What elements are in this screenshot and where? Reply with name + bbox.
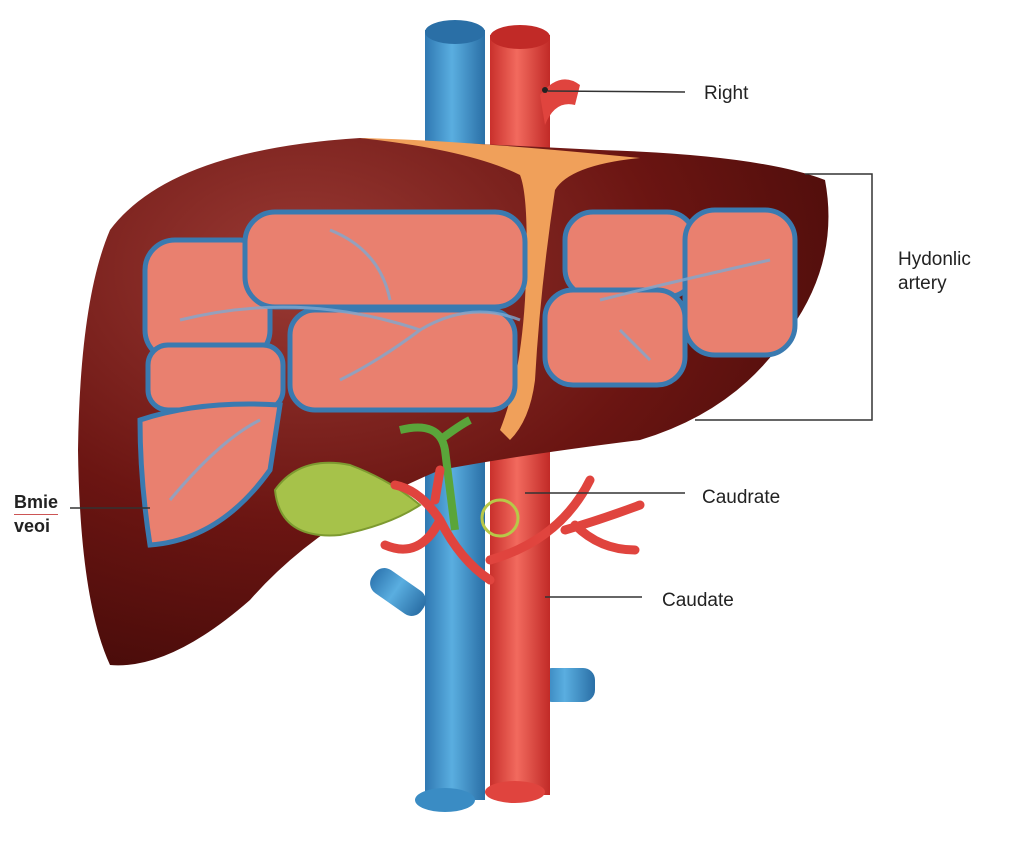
leader-lines bbox=[70, 90, 873, 598]
label-caudrate: Caudrate bbox=[702, 487, 781, 508]
label-caudate: Caudate bbox=[662, 590, 734, 611]
label-right: Right bbox=[704, 83, 749, 104]
label-hydonlic-line2: artery bbox=[898, 273, 947, 294]
label-veoi: veoi bbox=[14, 516, 51, 536]
bile-duct bbox=[399, 416, 472, 531]
gallbladder bbox=[273, 461, 422, 537]
liver-lobes bbox=[137, 207, 798, 548]
label-hydonlic-line1: Hydonlic bbox=[898, 249, 971, 270]
label-bmie: Bmie bbox=[14, 490, 59, 515]
lobe-vessels bbox=[168, 228, 771, 501]
hepatic-artery bbox=[380, 465, 645, 585]
